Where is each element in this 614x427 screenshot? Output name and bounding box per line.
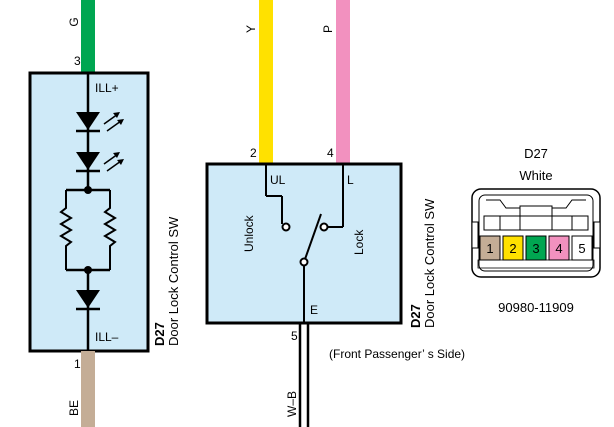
pin-2-label: 2 (250, 146, 257, 160)
wire-g-code: G (67, 17, 81, 26)
connector-color-name: White (519, 168, 552, 183)
connector-pin-2: 2 (502, 235, 524, 261)
e-label: E (310, 303, 318, 317)
wire-p-code: P (321, 25, 335, 33)
wire-w-b (298, 323, 310, 427)
l-label: L (347, 173, 354, 187)
connector-pin-4: 4 (548, 235, 570, 261)
connector-pin-5: 5 (571, 235, 593, 261)
switch-component-name: Door Lock Control SW (422, 198, 437, 328)
resistor-pair-icon (59, 186, 117, 274)
left-component-name: Door Lock Control SW (166, 216, 181, 346)
unlock-label: Unlock (242, 214, 256, 252)
lock-label: Lock (352, 229, 366, 255)
ill-minus-label: ILL– (95, 330, 119, 344)
wire-g (81, 0, 95, 73)
wire-w-b-code: W–B (285, 391, 299, 417)
connector-pin-number: 5 (578, 241, 585, 256)
side-note: (Front Passenger’ s Side) (329, 347, 465, 361)
connector-pin-number: 1 (486, 241, 493, 256)
wire-p (336, 0, 350, 164)
connector-d27: D27 White 1 2 3 4 5 90980-11909 (471, 146, 601, 315)
diode-icon (76, 290, 100, 311)
switch-contacts-icon (265, 164, 344, 323)
pin-5-label: 5 (291, 329, 298, 343)
connector-pin-3: 3 (525, 235, 547, 261)
pin-4-label: 4 (327, 146, 334, 160)
ul-label: UL (270, 173, 286, 187)
connector-pin-number: 4 (555, 241, 562, 256)
connector-code: D27 (524, 146, 548, 161)
connector-part-number: 90980-11909 (498, 300, 574, 315)
wire-y-code: Y (244, 25, 258, 33)
door-lock-switch-circuit: Y P 2 4 UL L Unlock Lock E 5 W–B D27 (205, 0, 465, 427)
wire-be (81, 351, 95, 427)
ill-plus-label: ILL+ (95, 81, 119, 95)
wire-y (259, 0, 273, 164)
left-illumination-circuit: G 3 ILL+ (28, 0, 181, 427)
connector-pin-number: 3 (532, 241, 539, 256)
led-icon (76, 112, 124, 133)
switch-component-code: D27 (408, 304, 423, 328)
pin-3-label: 3 (74, 54, 81, 68)
connector-pin-1: 1 (479, 235, 501, 261)
pin-1-label: 1 (74, 357, 81, 371)
connector-body (471, 188, 601, 278)
left-component-code: D27 (152, 322, 167, 346)
led-icon (76, 152, 124, 173)
wire-be-code: BE (67, 400, 81, 416)
connector-pin-number: 2 (509, 241, 516, 256)
